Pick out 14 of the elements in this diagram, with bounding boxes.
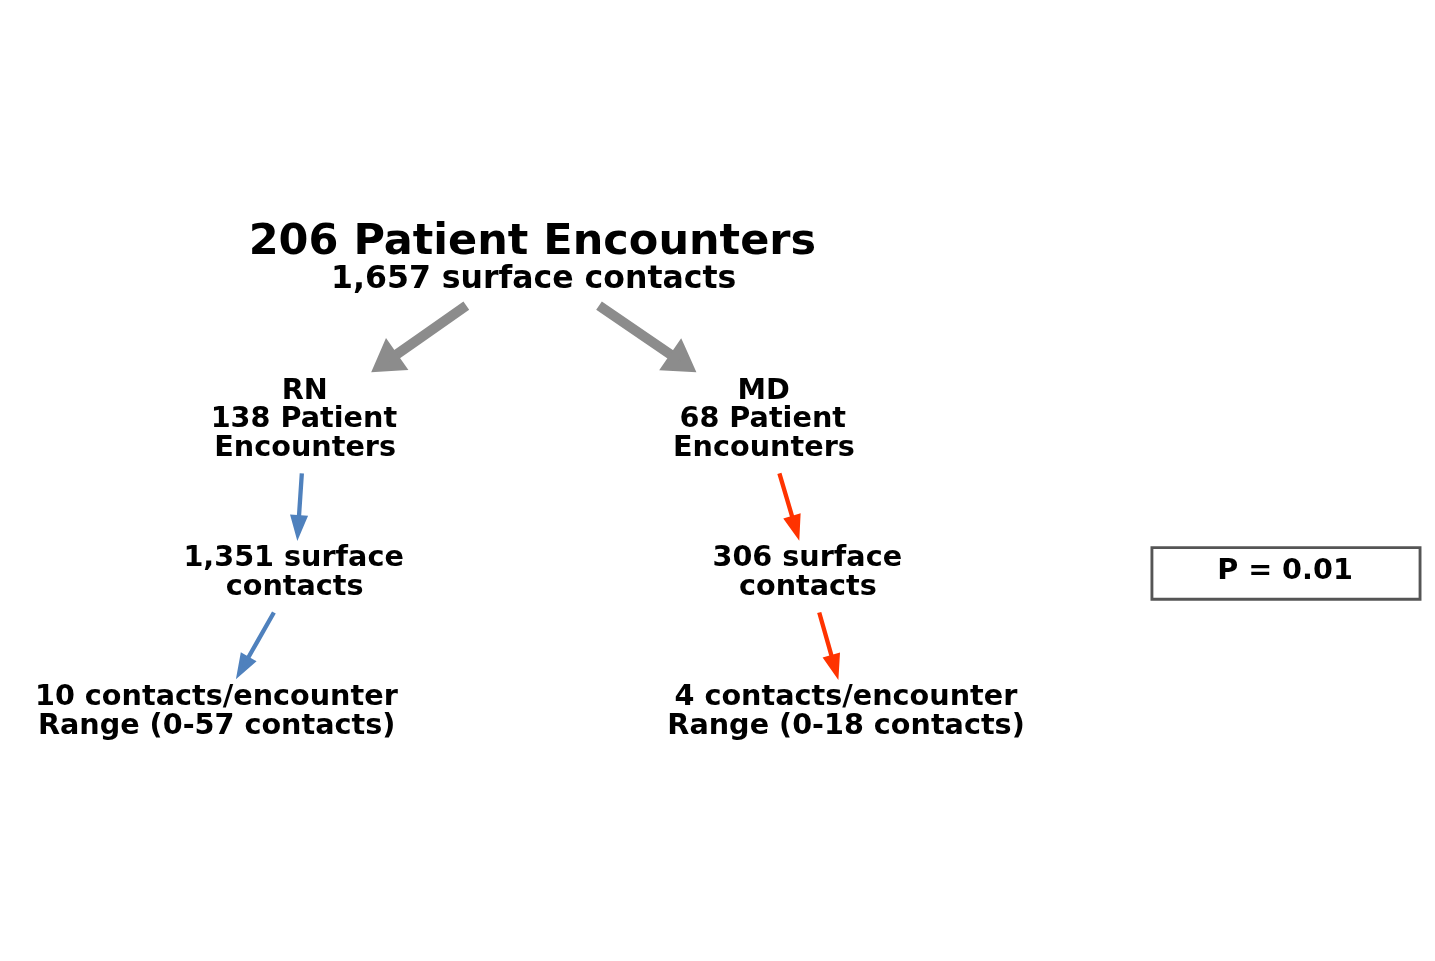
arrow xyxy=(777,472,801,541)
arrow xyxy=(235,610,276,679)
arrow xyxy=(817,611,840,680)
node-text: RN 138 Patient Encounters xyxy=(210,371,398,463)
node-text: MD 68 Patient Encounters xyxy=(673,371,855,463)
node-text: 4 contacts/encounter Range (0-18 contacts) xyxy=(667,677,1025,741)
node-text: 10 contacts/encounter Range (0-57 contacts) xyxy=(35,677,398,741)
arrow xyxy=(596,300,697,372)
node-box: P = 0.01 xyxy=(1150,545,1422,601)
node-text: 206 Patient Encounters 1,657 surface contacts xyxy=(248,213,817,295)
arrow xyxy=(290,472,309,541)
node-text: 306 surface contacts xyxy=(712,538,903,602)
arrow xyxy=(371,300,470,372)
node-text: 1,351 surface contacts xyxy=(183,538,404,602)
